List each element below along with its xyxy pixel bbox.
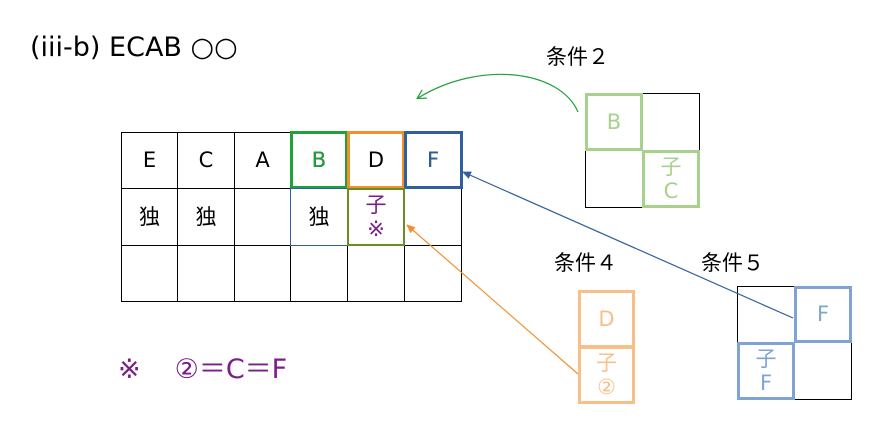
highlight-b-green — [290, 131, 348, 189]
highlight-child-olive — [347, 188, 405, 246]
highlight-f-blue — [404, 131, 463, 189]
cond5-child-f: 子 F — [737, 342, 795, 400]
note-equation: ※ ②＝C＝F — [118, 352, 287, 388]
cond4-child-2: 子 ② — [578, 346, 635, 404]
note-mark: ※ — [118, 354, 141, 385]
cond5-letter-f: F — [794, 286, 852, 343]
green-curved-arrow — [418, 73, 579, 113]
condition-2-label: 条件２ — [546, 45, 609, 69]
main-cell-r3c6 — [404, 245, 462, 302]
cond2-child-c: 子 C — [642, 150, 700, 208]
condition-4-label: 条件４ — [554, 251, 617, 275]
cond2-letter-b: B — [585, 93, 643, 151]
main-letter-f: F — [426, 148, 440, 173]
highlight-d-orange — [347, 131, 405, 189]
blue-arrow — [462, 171, 794, 319]
main-letter-b: B — [311, 148, 327, 173]
note-text: ②＝C＝F — [174, 354, 288, 385]
orange-arrow — [406, 224, 579, 375]
main-child-cell-text: 子 ※ — [365, 192, 387, 241]
page-title: (iii-b) ECAB ○○ — [30, 32, 238, 63]
condition-5-label: 条件５ — [701, 251, 764, 275]
